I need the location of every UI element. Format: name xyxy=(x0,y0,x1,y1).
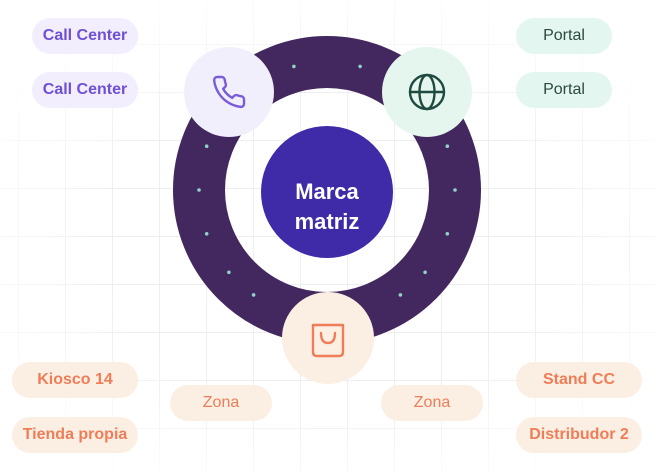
call-center-pill-2[interactable]: Call Center xyxy=(32,72,138,108)
ring-dot xyxy=(197,188,201,192)
stand-cc-pill[interactable]: Stand CC xyxy=(516,362,642,398)
shopping-bag-icon xyxy=(311,323,345,358)
zona-pill-left[interactable]: Zona xyxy=(170,385,272,421)
center-circle xyxy=(261,126,393,258)
portal-pill-1[interactable]: Portal xyxy=(516,18,612,54)
ring-dot xyxy=(204,232,209,236)
portal-pill-2[interactable]: Portal xyxy=(516,72,612,108)
ring-dot xyxy=(398,293,403,297)
ring-dot xyxy=(204,144,209,148)
web-channel-node[interactable] xyxy=(382,47,472,137)
phone-icon xyxy=(212,75,246,109)
call-center-pill-1[interactable]: Call Center xyxy=(32,18,138,54)
ring-dot xyxy=(423,270,427,275)
ring-dot xyxy=(445,232,450,236)
store-channel-node[interactable] xyxy=(282,292,374,384)
tienda-propia-pill[interactable]: Tienda propia xyxy=(12,417,138,453)
zona-pill-right[interactable]: Zona xyxy=(381,385,483,421)
ring-dot xyxy=(251,293,256,297)
globe-icon xyxy=(408,73,446,111)
center-brand-label: Marca matriz xyxy=(294,179,360,234)
ring-dot xyxy=(292,64,296,69)
ring-dot xyxy=(358,64,362,69)
ring-dot xyxy=(445,144,450,148)
ring-dots xyxy=(197,64,457,297)
ring-dot xyxy=(227,270,231,275)
phone-channel-node[interactable] xyxy=(184,47,274,137)
kiosco-pill[interactable]: Kiosco 14 xyxy=(12,362,138,398)
ring-dot xyxy=(453,188,457,192)
distribuidor-pill[interactable]: Distribudor 2 xyxy=(516,417,642,453)
